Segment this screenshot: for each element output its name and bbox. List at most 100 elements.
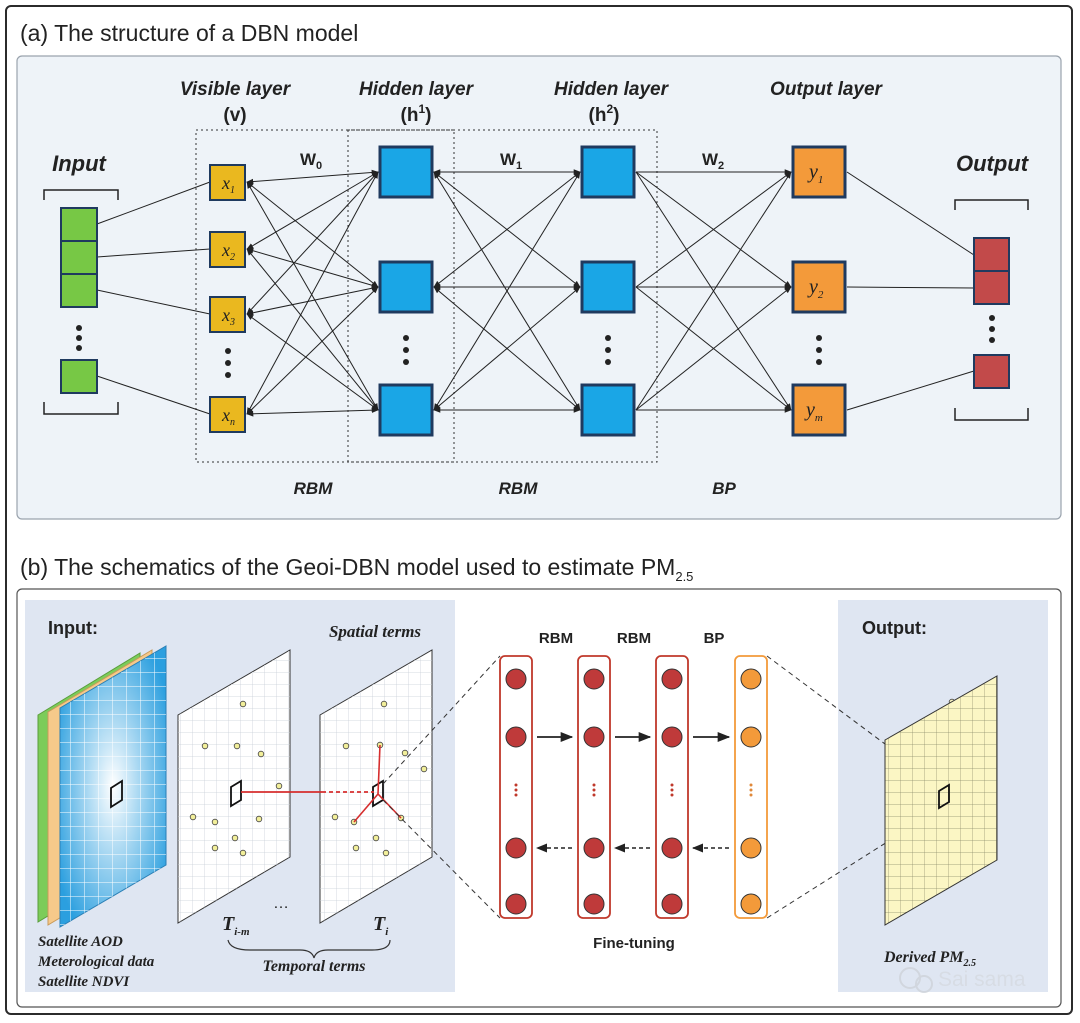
output-ellipsis (816, 335, 822, 365)
sample-point (257, 750, 265, 758)
output-to-result-line (846, 370, 975, 411)
svg-text:xn: xn (221, 405, 235, 428)
input-to-visible-line (96, 289, 211, 315)
temporal-terms-label: Temporal terms (263, 958, 366, 975)
stage-label-rbm-2: RBM (499, 479, 539, 498)
sample-point (255, 815, 263, 823)
output-node-y1: y1 (791, 145, 847, 199)
label-t-i-m: Ti-m (222, 913, 250, 938)
visible-hidden1-line (246, 407, 379, 417)
sample-point (372, 834, 380, 842)
stage-label-rbm-1: RBM (294, 479, 334, 498)
output-vector (973, 237, 1010, 389)
input-to-visible-line (96, 181, 211, 225)
input-source-aod: Satellite AOD (38, 934, 123, 950)
sample-point (380, 700, 388, 708)
grid-t-i (319, 649, 433, 924)
temporal-brace (227, 939, 391, 959)
input-vector (60, 207, 98, 394)
output-node-y2: y2 (791, 260, 847, 314)
sample-point (239, 849, 247, 857)
visible-ellipsis (225, 348, 231, 378)
figure-frame (5, 5, 1073, 1015)
sample-point (201, 742, 209, 750)
dbn-connections (96, 169, 975, 417)
visible-layer-heading: Visible layer (180, 79, 292, 100)
svg-text:ym: ym (804, 399, 823, 424)
hidden2-output-line (635, 286, 792, 411)
output-top-bracket (954, 199, 1029, 210)
hidden-layer-2-symbol: (h2) (589, 102, 620, 126)
output-heading: Output: (862, 618, 927, 638)
sample-point (231, 834, 239, 842)
input-heading: Input: (48, 618, 98, 638)
visible-node-x1: x1 (209, 164, 246, 201)
sample-point (420, 765, 428, 773)
network-column-rbm-1 (499, 655, 533, 919)
output-bottom-bracket (954, 408, 1029, 421)
output-node-ym: ym (791, 383, 847, 437)
input-top-bracket (43, 189, 119, 200)
sample-point (239, 700, 247, 708)
input-to-visible-line (96, 375, 211, 415)
output-label: Output (956, 151, 1030, 176)
output-grid (884, 675, 998, 926)
sample-point (233, 742, 241, 750)
sample-point (352, 844, 360, 852)
hidden2-output-line (635, 171, 792, 411)
hidden2-output-line (635, 171, 792, 288)
fine-tuning-label: Fine-tuning (593, 935, 675, 952)
hidden-layer-1-symbol: (h1) (401, 102, 432, 126)
hidden-layer-2-heading: Hidden layer (554, 79, 670, 100)
watermark-text: Sai sama (938, 968, 1026, 991)
input-source-ndvi: Satellite NDVI (38, 974, 130, 990)
output-layer-heading: Output layer (770, 79, 884, 100)
svg-text:x1: x1 (221, 173, 235, 196)
input-source-meteorology: Meterological data (37, 954, 155, 970)
visible-layer-symbol: (v) (223, 105, 246, 126)
sample-point (331, 813, 339, 821)
network-column-bp (734, 655, 768, 919)
sample-point (401, 749, 409, 757)
column-heading-bp: BP (704, 630, 725, 647)
grid-t-i-m (177, 649, 291, 924)
sample-point (275, 782, 283, 790)
svg-text:x3: x3 (221, 305, 235, 328)
visible-hidden1-line (246, 286, 379, 415)
column-heading-rbm-2: RBM (617, 630, 651, 647)
panel-b-title: (b) The schematics of the Geoi-DBN model… (20, 554, 693, 584)
column-heading-rbm-1: RBM (539, 630, 573, 647)
hidden2-nodes (580, 145, 636, 437)
svg-text:y2: y2 (807, 276, 824, 301)
network-column-rbm-2 (577, 655, 611, 919)
input-to-visible-line (96, 248, 211, 258)
visible-node-x3: x3 (209, 296, 246, 333)
sample-point (189, 813, 197, 821)
sample-point (211, 818, 219, 826)
sample-point (382, 849, 390, 857)
svg-text:y1: y1 (807, 161, 823, 186)
spatial-terms-label: Spatial terms (329, 622, 421, 641)
hidden-layer-1-heading: Hidden layer (359, 79, 475, 100)
network-column-rbm-3 (655, 655, 689, 919)
weight-w1: W1 (500, 150, 522, 172)
weight-w0: W0 (300, 150, 322, 172)
input-label: Input (52, 151, 107, 176)
svg-text:x2: x2 (221, 240, 235, 263)
weight-w2: W2 (702, 150, 724, 172)
panel-a-title: (a) The structure of a DBN model (20, 20, 358, 46)
visible-node-x2: x2 (209, 231, 246, 268)
watermark: Sai sama (899, 967, 1026, 993)
hidden1-nodes (378, 145, 434, 437)
label-t-i: Ti (373, 913, 389, 938)
sample-point (211, 844, 219, 852)
output-to-result-line (846, 286, 975, 289)
input-layer-stack (37, 645, 167, 928)
output-to-result-line (846, 171, 975, 256)
input-bottom-bracket (43, 402, 119, 415)
hidden1-hidden2-line (433, 286, 581, 411)
visible-node-xn: xn (209, 396, 246, 433)
stage-label-bp: BP (712, 479, 736, 498)
derived-pm-label: Derived PM2.5 (883, 949, 976, 969)
